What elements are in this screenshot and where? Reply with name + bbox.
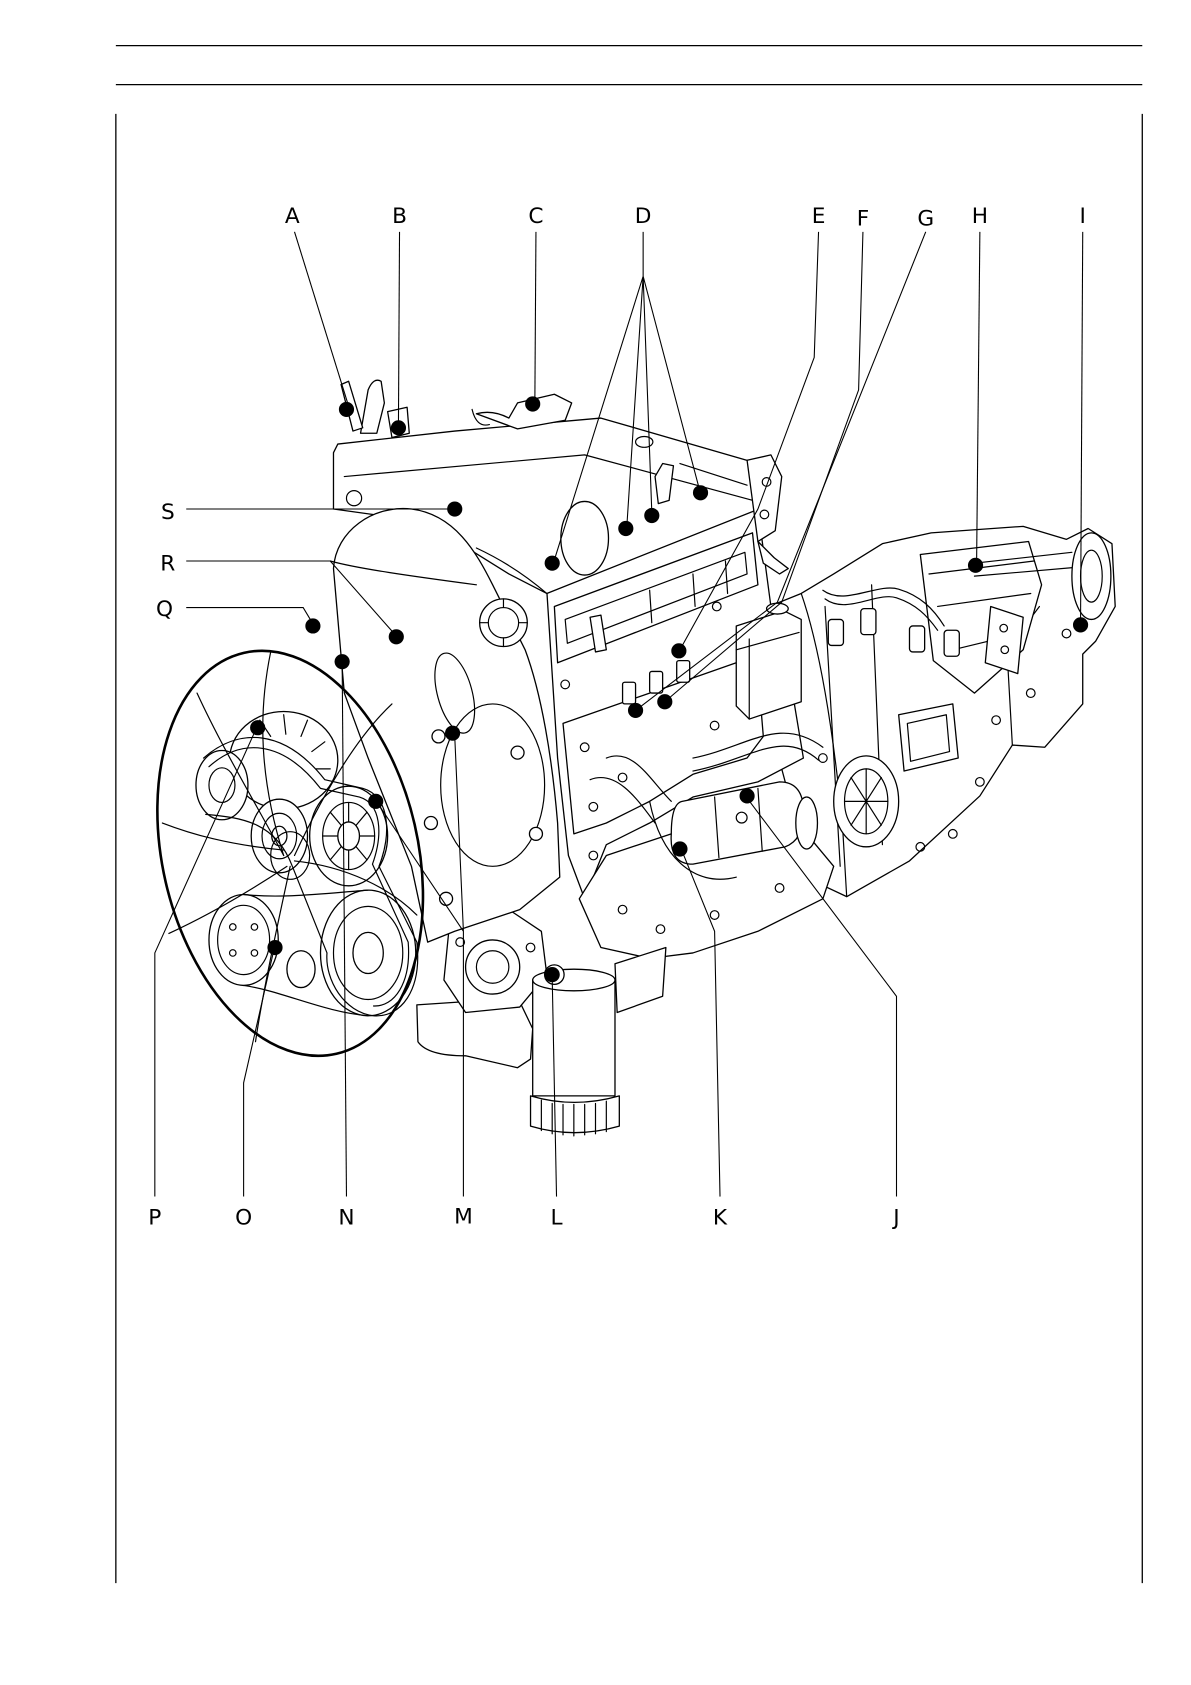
camshaft-end-cover — [561, 501, 609, 575]
label-f: F — [857, 206, 869, 231]
label-o: O — [235, 1206, 252, 1231]
label-d: D — [635, 204, 652, 229]
callout-dot-d — [693, 485, 708, 500]
callout-dot-s — [447, 501, 462, 516]
pump-outlet — [677, 661, 690, 683]
label-c: C — [528, 204, 543, 229]
bolt — [424, 817, 437, 830]
label-i: I — [1080, 204, 1086, 229]
water-pump-pulley-hub — [338, 822, 360, 850]
callout-dot-o — [267, 940, 282, 955]
leader-c — [535, 232, 536, 401]
leader-q — [186, 608, 313, 624]
label-a: A — [285, 204, 300, 229]
callout-dot-g — [628, 703, 643, 718]
leader-b — [398, 232, 399, 425]
callout-dot-k — [672, 841, 687, 856]
wheel-spokes — [845, 769, 888, 834]
callout-dot-c — [525, 396, 540, 411]
gearbox-boss — [828, 619, 843, 645]
rear-flange — [1072, 533, 1111, 620]
callout-dot-d — [545, 556, 560, 571]
label-e: E — [812, 204, 826, 229]
label-n: N — [338, 1206, 354, 1231]
bolt — [529, 827, 542, 840]
crankshaft-pulley-hub — [353, 932, 383, 973]
callout-dot-h — [968, 558, 983, 573]
bolt — [511, 746, 524, 759]
gearbox-boss — [944, 630, 959, 656]
callout-dot-e — [671, 643, 686, 658]
label-l: L — [550, 1206, 562, 1231]
callout-dot-f — [657, 694, 672, 709]
bolt — [948, 830, 957, 839]
label-b: B — [392, 204, 407, 229]
callout-dot-p — [250, 720, 265, 735]
pump-outlet — [650, 671, 663, 693]
label-h: H — [972, 204, 988, 229]
starter-end — [796, 797, 818, 849]
callout-dot-n — [335, 654, 350, 669]
callout-dot-m — [368, 794, 383, 809]
oil-filter-body — [533, 980, 615, 1096]
callout-dot-a — [339, 402, 354, 417]
leader-h — [977, 232, 980, 561]
callout-dot-m — [445, 726, 460, 741]
label-q: Q — [156, 597, 173, 622]
label-k: K — [713, 1206, 728, 1231]
alternator-pulley — [196, 750, 248, 819]
label-m: M — [454, 1205, 473, 1230]
label-p: P — [148, 1206, 161, 1231]
label-g: G — [917, 206, 934, 231]
callout-dot-q — [305, 618, 320, 633]
label-j: J — [891, 1206, 899, 1231]
callout-dot-l — [545, 967, 560, 982]
callout-dot-b — [391, 420, 406, 435]
callout-dot-d — [644, 508, 659, 523]
bolt — [432, 730, 445, 743]
oil-filler-cap — [480, 599, 528, 647]
selector-block — [985, 606, 1023, 673]
oil-pump-plate — [466, 940, 520, 994]
sump-right — [615, 948, 666, 1013]
callout-dot-j — [740, 788, 755, 803]
leader-a — [295, 232, 349, 406]
callout-dot-i — [1073, 617, 1088, 632]
lifting-eye — [361, 380, 385, 433]
air-box-body — [736, 611, 801, 719]
tensioner-pulley — [287, 951, 315, 988]
oil-filter — [531, 965, 620, 1136]
callout-dot-d — [618, 521, 633, 536]
label-r: R — [160, 552, 175, 577]
gearbox-boss — [861, 609, 876, 635]
gearbox-boss — [909, 626, 924, 652]
callout-dot-r — [389, 629, 404, 644]
pump-outlet — [623, 682, 636, 704]
label-s: S — [161, 500, 175, 525]
